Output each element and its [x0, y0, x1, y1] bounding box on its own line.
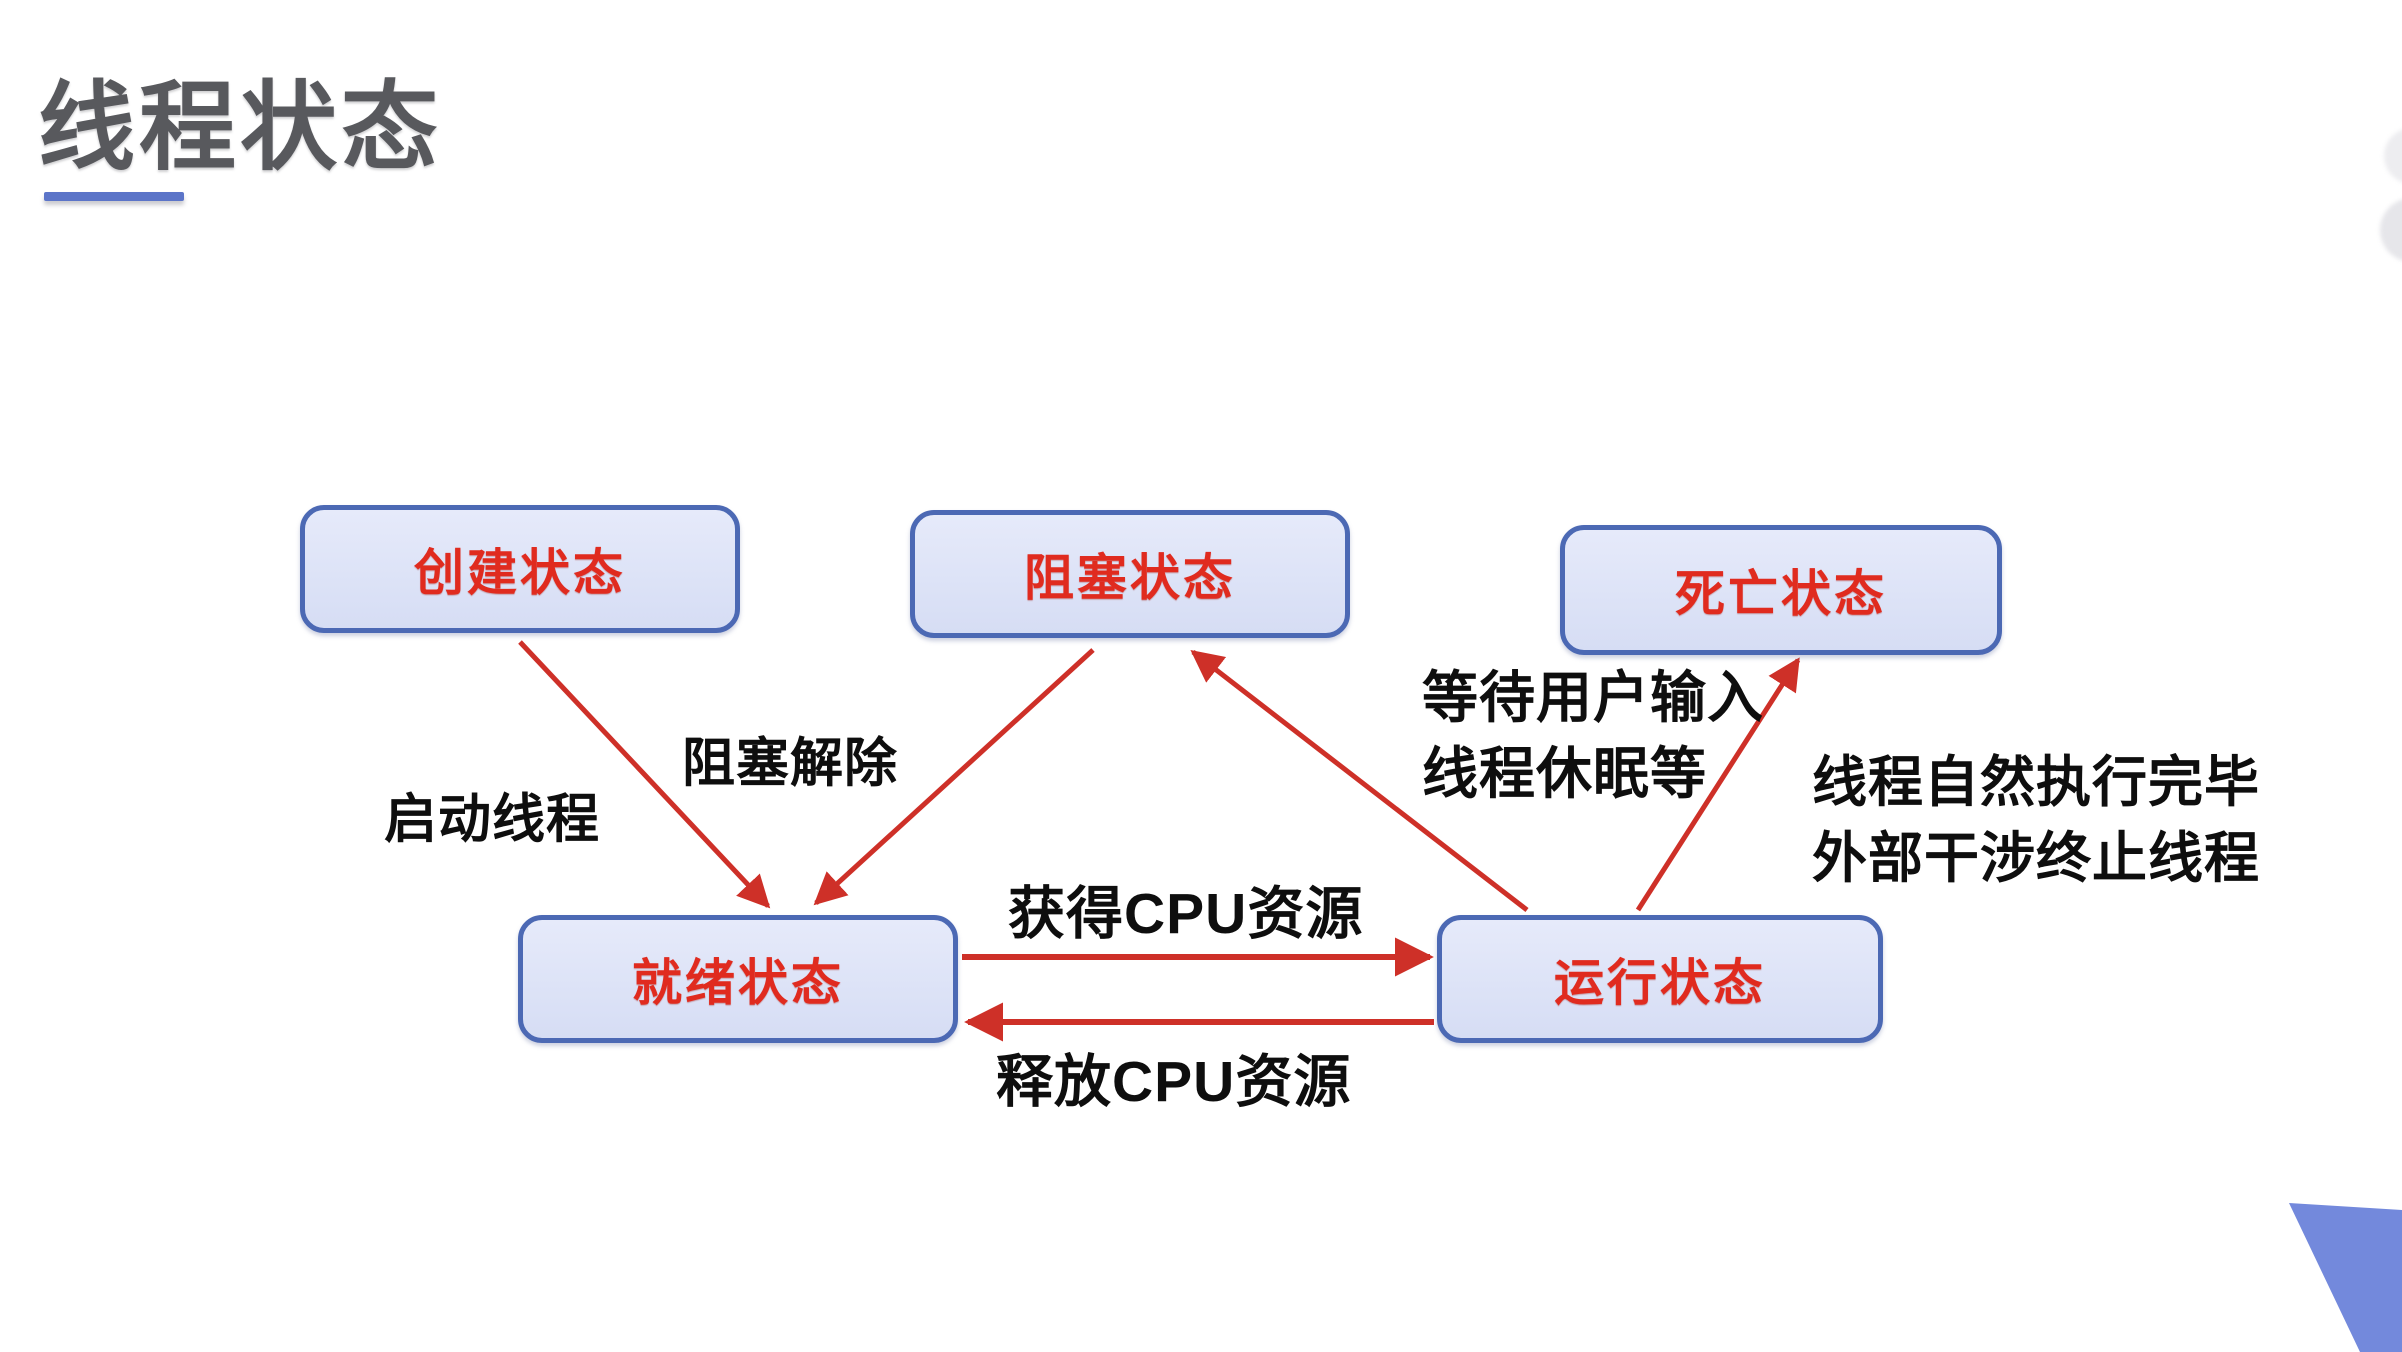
state-node-label: 创建状态	[414, 545, 626, 601]
edge-label-line: 释放CPU资源	[996, 1050, 1352, 1114]
state-node-running: 运行状态	[1437, 915, 1883, 1043]
edge-label-start-thread: 启动线程	[384, 782, 600, 858]
state-node-label: 运行状态	[1554, 955, 1766, 1011]
state-node-label: 阻塞状态	[1024, 550, 1236, 606]
title-underline	[44, 192, 184, 201]
edge-label-line: 启动线程	[384, 790, 600, 849]
page-title: 线程状态	[38, 73, 442, 182]
edge-label-wait-input: 等待用户输入 线程休眠等	[1422, 660, 1764, 812]
edge-label-release-cpu: 释放CPU资源	[996, 1044, 1351, 1120]
edge-label-line: 线程休眠等	[1422, 742, 1707, 805]
edge-label-get-cpu: 获得CPU资源	[1008, 876, 1363, 952]
edge-label-line: 外部干涉终止线程	[1812, 827, 2261, 889]
edge-label-unblock: 阻塞解除	[682, 726, 898, 802]
edge-label-line: 获得CPU资源	[1008, 882, 1364, 946]
state-node-created: 创建状态	[300, 505, 740, 633]
state-node-dead: 死亡状态	[1560, 525, 2002, 655]
state-node-label: 就绪状态	[632, 955, 844, 1011]
edge-label-line: 线程自然执行完毕	[1812, 751, 2261, 813]
state-node-blocked: 阻塞状态	[910, 510, 1350, 638]
state-node-ready: 就绪状态	[518, 915, 958, 1043]
state-node-label: 死亡状态	[1675, 566, 1887, 622]
right-edge-artifact	[2380, 198, 2402, 262]
edge-label-thread-finish: 线程自然执行完毕 外部干涉终止线程	[1812, 744, 2260, 896]
edge-label-line: 等待用户输入	[1422, 666, 1764, 729]
right-edge-artifact	[2384, 128, 2402, 184]
edge-label-line: 阻塞解除	[682, 734, 898, 793]
